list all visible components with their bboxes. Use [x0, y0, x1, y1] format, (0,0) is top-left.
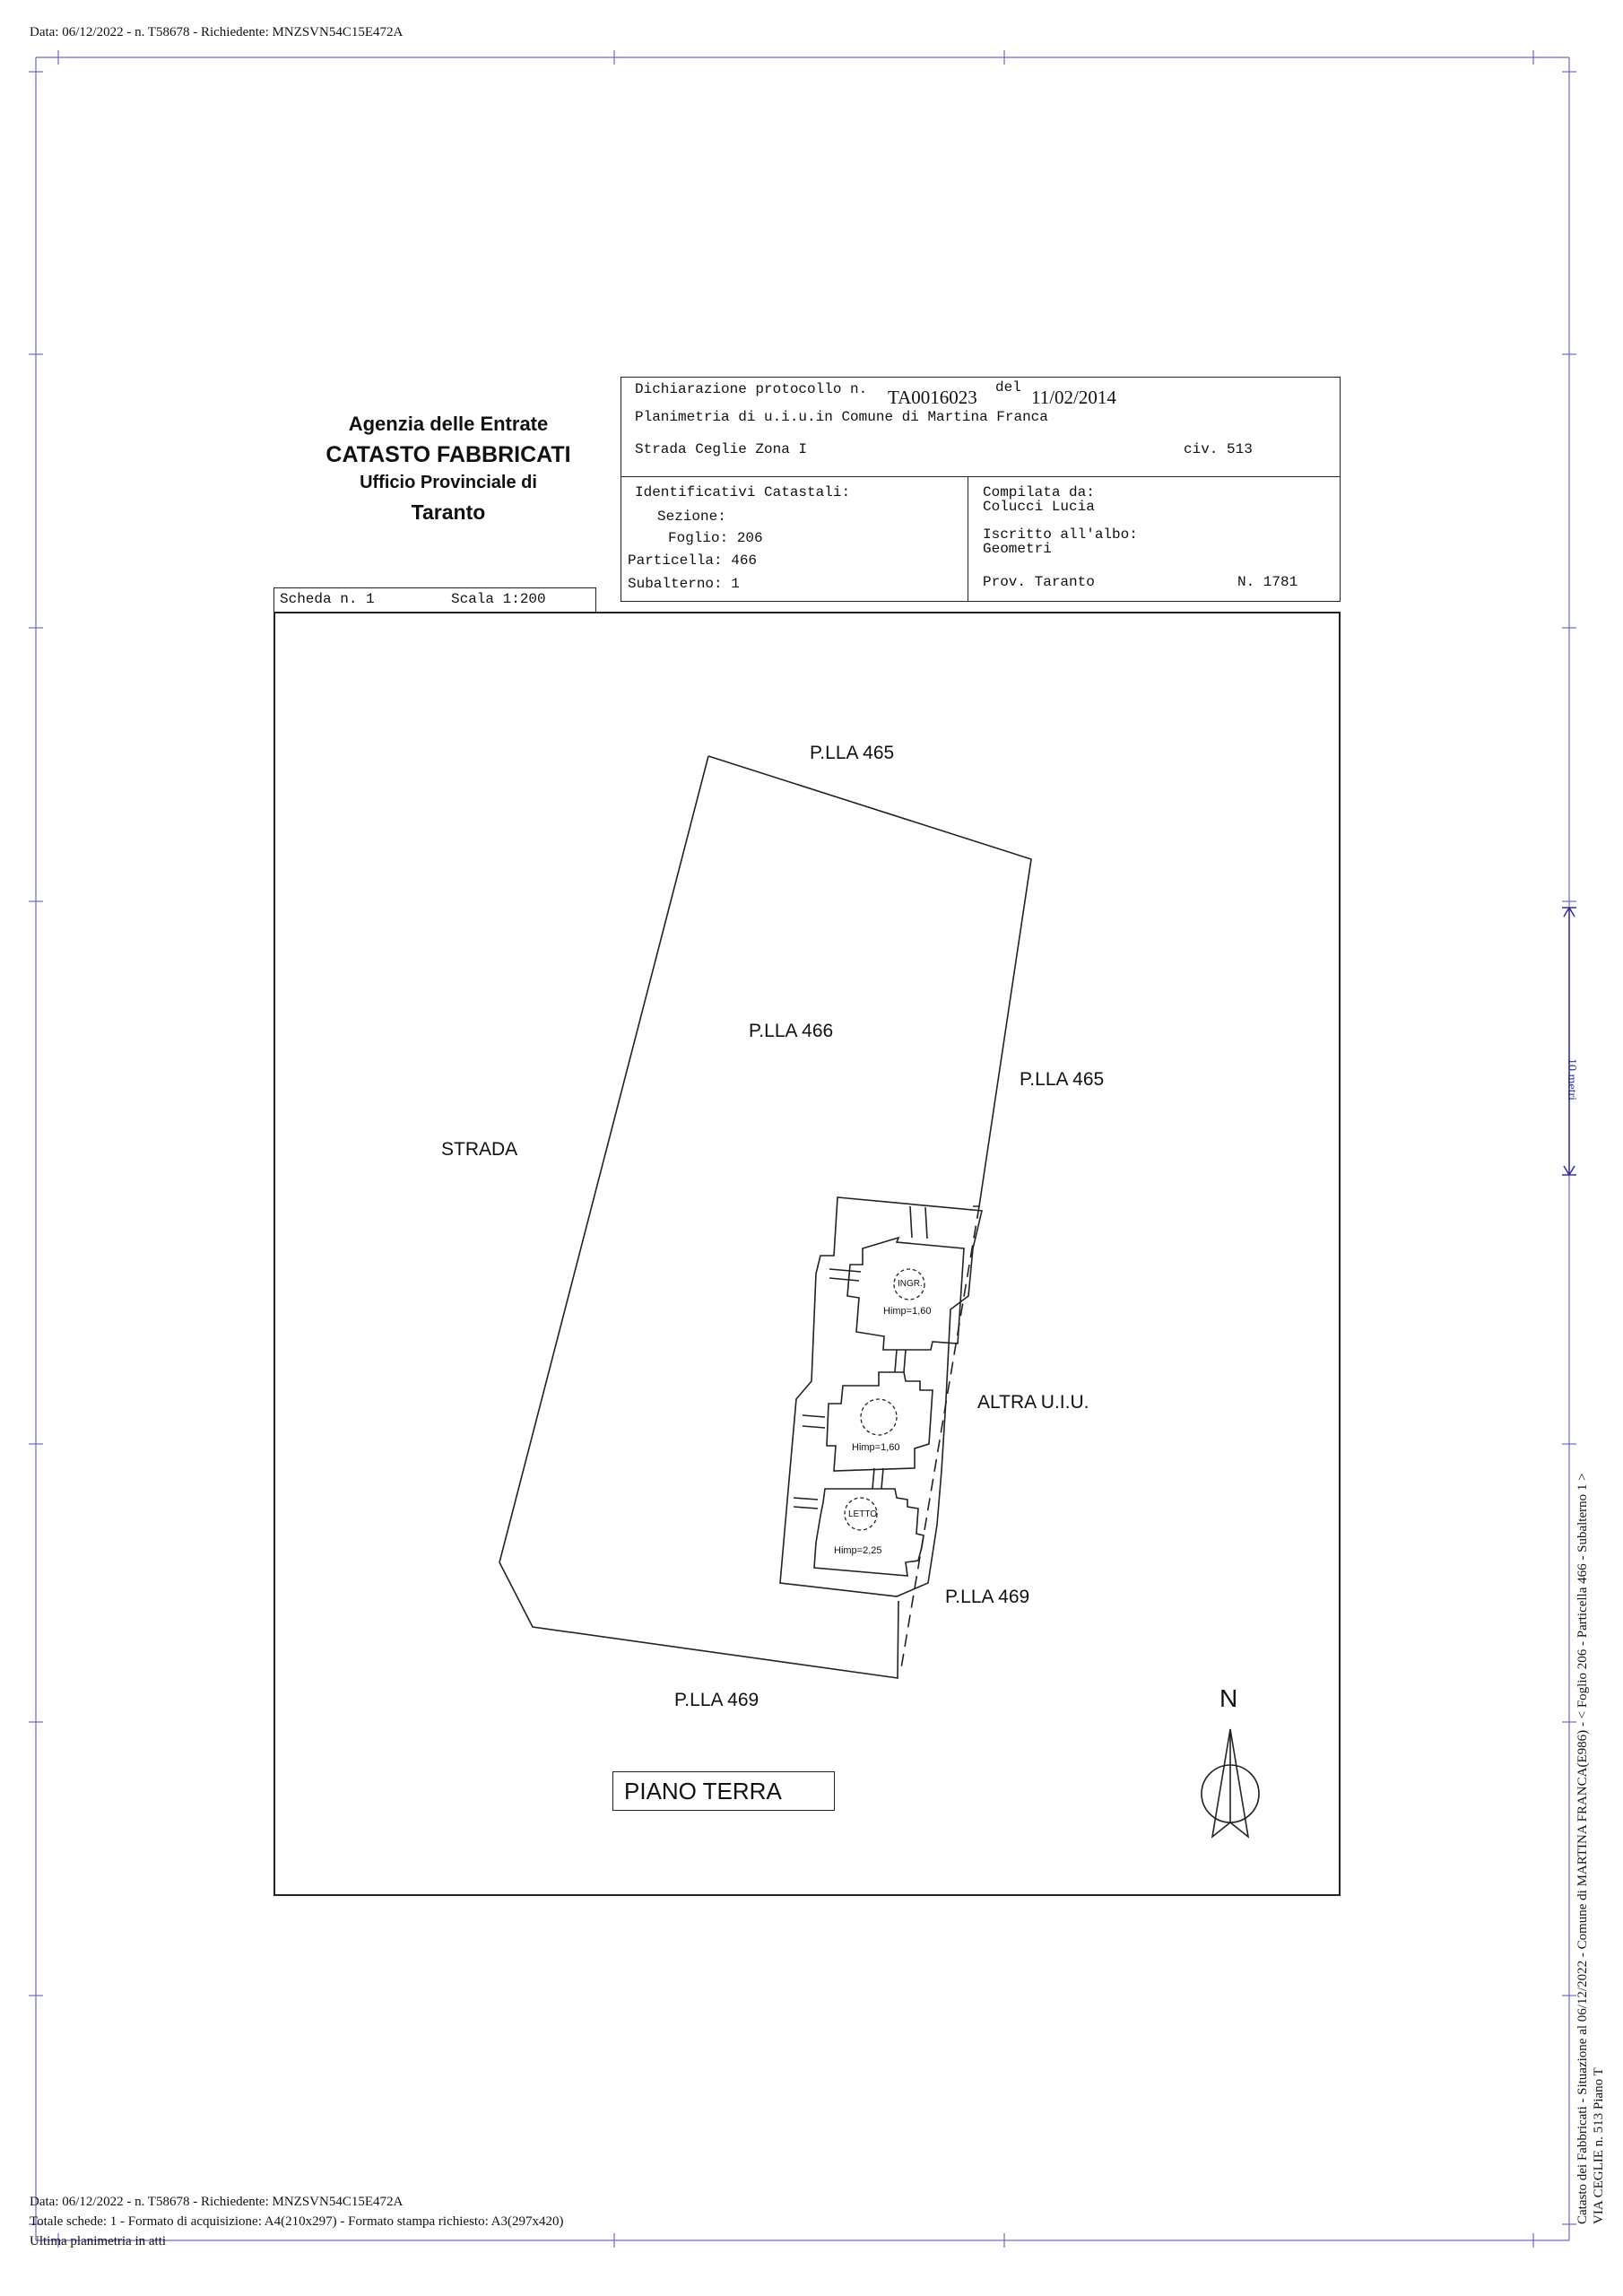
- room-ingr-name: INGR.: [898, 1279, 923, 1289]
- room-ingr-height: Himp=1,60: [883, 1306, 932, 1317]
- compilata-label: Compilata da:: [983, 484, 1095, 500]
- footer-request-line: Data: 06/12/2022 - n. T58678 - Richieden…: [30, 2195, 404, 2209]
- foglio: Foglio: 206: [668, 530, 763, 546]
- identifiers-title: Identificativi Catastali:: [635, 484, 851, 500]
- office-label: Ufficio Provinciale di: [360, 473, 537, 492]
- room-letto-height: Himp=2,25: [834, 1545, 882, 1556]
- declaration-date: 11/02/2014: [1031, 387, 1116, 408]
- altra-uiu: ALTRA U.I.U.: [977, 1392, 1089, 1413]
- iscritto-label: Iscritto all'albo:: [983, 526, 1138, 543]
- protocol-label: Dichiarazione protocollo n.: [635, 381, 868, 397]
- north-arrow-icon: [1201, 1728, 1260, 1839]
- scala: Scala 1:200: [451, 591, 546, 607]
- agency-name: Agenzia delle Entrate: [348, 413, 549, 435]
- footer-format-line: Totale schede: 1 - Formato di acquisizio…: [30, 2214, 564, 2229]
- header-request-line: Data: 06/12/2022 - n. T58678 - Richieden…: [30, 25, 404, 39]
- compiler-name: Colucci Lucia: [983, 499, 1095, 515]
- side-info-line1: Catasto dei Fabbricati - Situazione al 0…: [1575, 1473, 1590, 2224]
- plla-465-top: P.LLA 465: [810, 743, 895, 763]
- strada-label: STRADA: [441, 1139, 518, 1160]
- floor-label-box: [612, 1771, 835, 1811]
- office-city: Taranto: [411, 500, 486, 524]
- address-line: Strada Ceglie Zona I: [635, 441, 808, 457]
- prov: Prov. Taranto: [983, 574, 1095, 590]
- protocol-number: TA0016023: [888, 387, 977, 408]
- plla-465-right: P.LLA 465: [1020, 1069, 1105, 1090]
- catasto-title: CATASTO FABBRICATI: [325, 442, 571, 467]
- scheda-number: Scheda n. 1: [280, 591, 375, 607]
- plla-469-right: P.LLA 469: [945, 1587, 1030, 1607]
- planimetry-line: Planimetria di u.i.u.in Comune di Martin…: [635, 409, 1048, 425]
- civ-number: civ. 513: [1184, 441, 1253, 457]
- room-2-height: Himp=1,60: [852, 1442, 900, 1453]
- compiler-box: [968, 476, 1341, 602]
- plla-466: P.LLA 466: [749, 1021, 834, 1041]
- room-letto-name: LETTO: [848, 1509, 878, 1519]
- drawing-area: [273, 612, 1341, 1896]
- del-label: del: [995, 379, 1021, 396]
- floor-label: PIANO TERRA: [624, 1778, 782, 1805]
- albo: Geometri: [983, 541, 1052, 557]
- albo-number: N. 1781: [1237, 574, 1298, 590]
- particella: Particella: 466: [628, 552, 758, 569]
- plla-469-bottom: P.LLA 469: [674, 1690, 759, 1710]
- north-label: N: [1219, 1684, 1238, 1712]
- side-info-line2: VIA CEGLIE n. 513 Piano T: [1592, 2067, 1606, 2224]
- sezione: Sezione:: [657, 509, 726, 525]
- footer-last-plan: Ultima planimetria in atti: [30, 2234, 167, 2248]
- subalterno: Subalterno: 1: [628, 576, 740, 592]
